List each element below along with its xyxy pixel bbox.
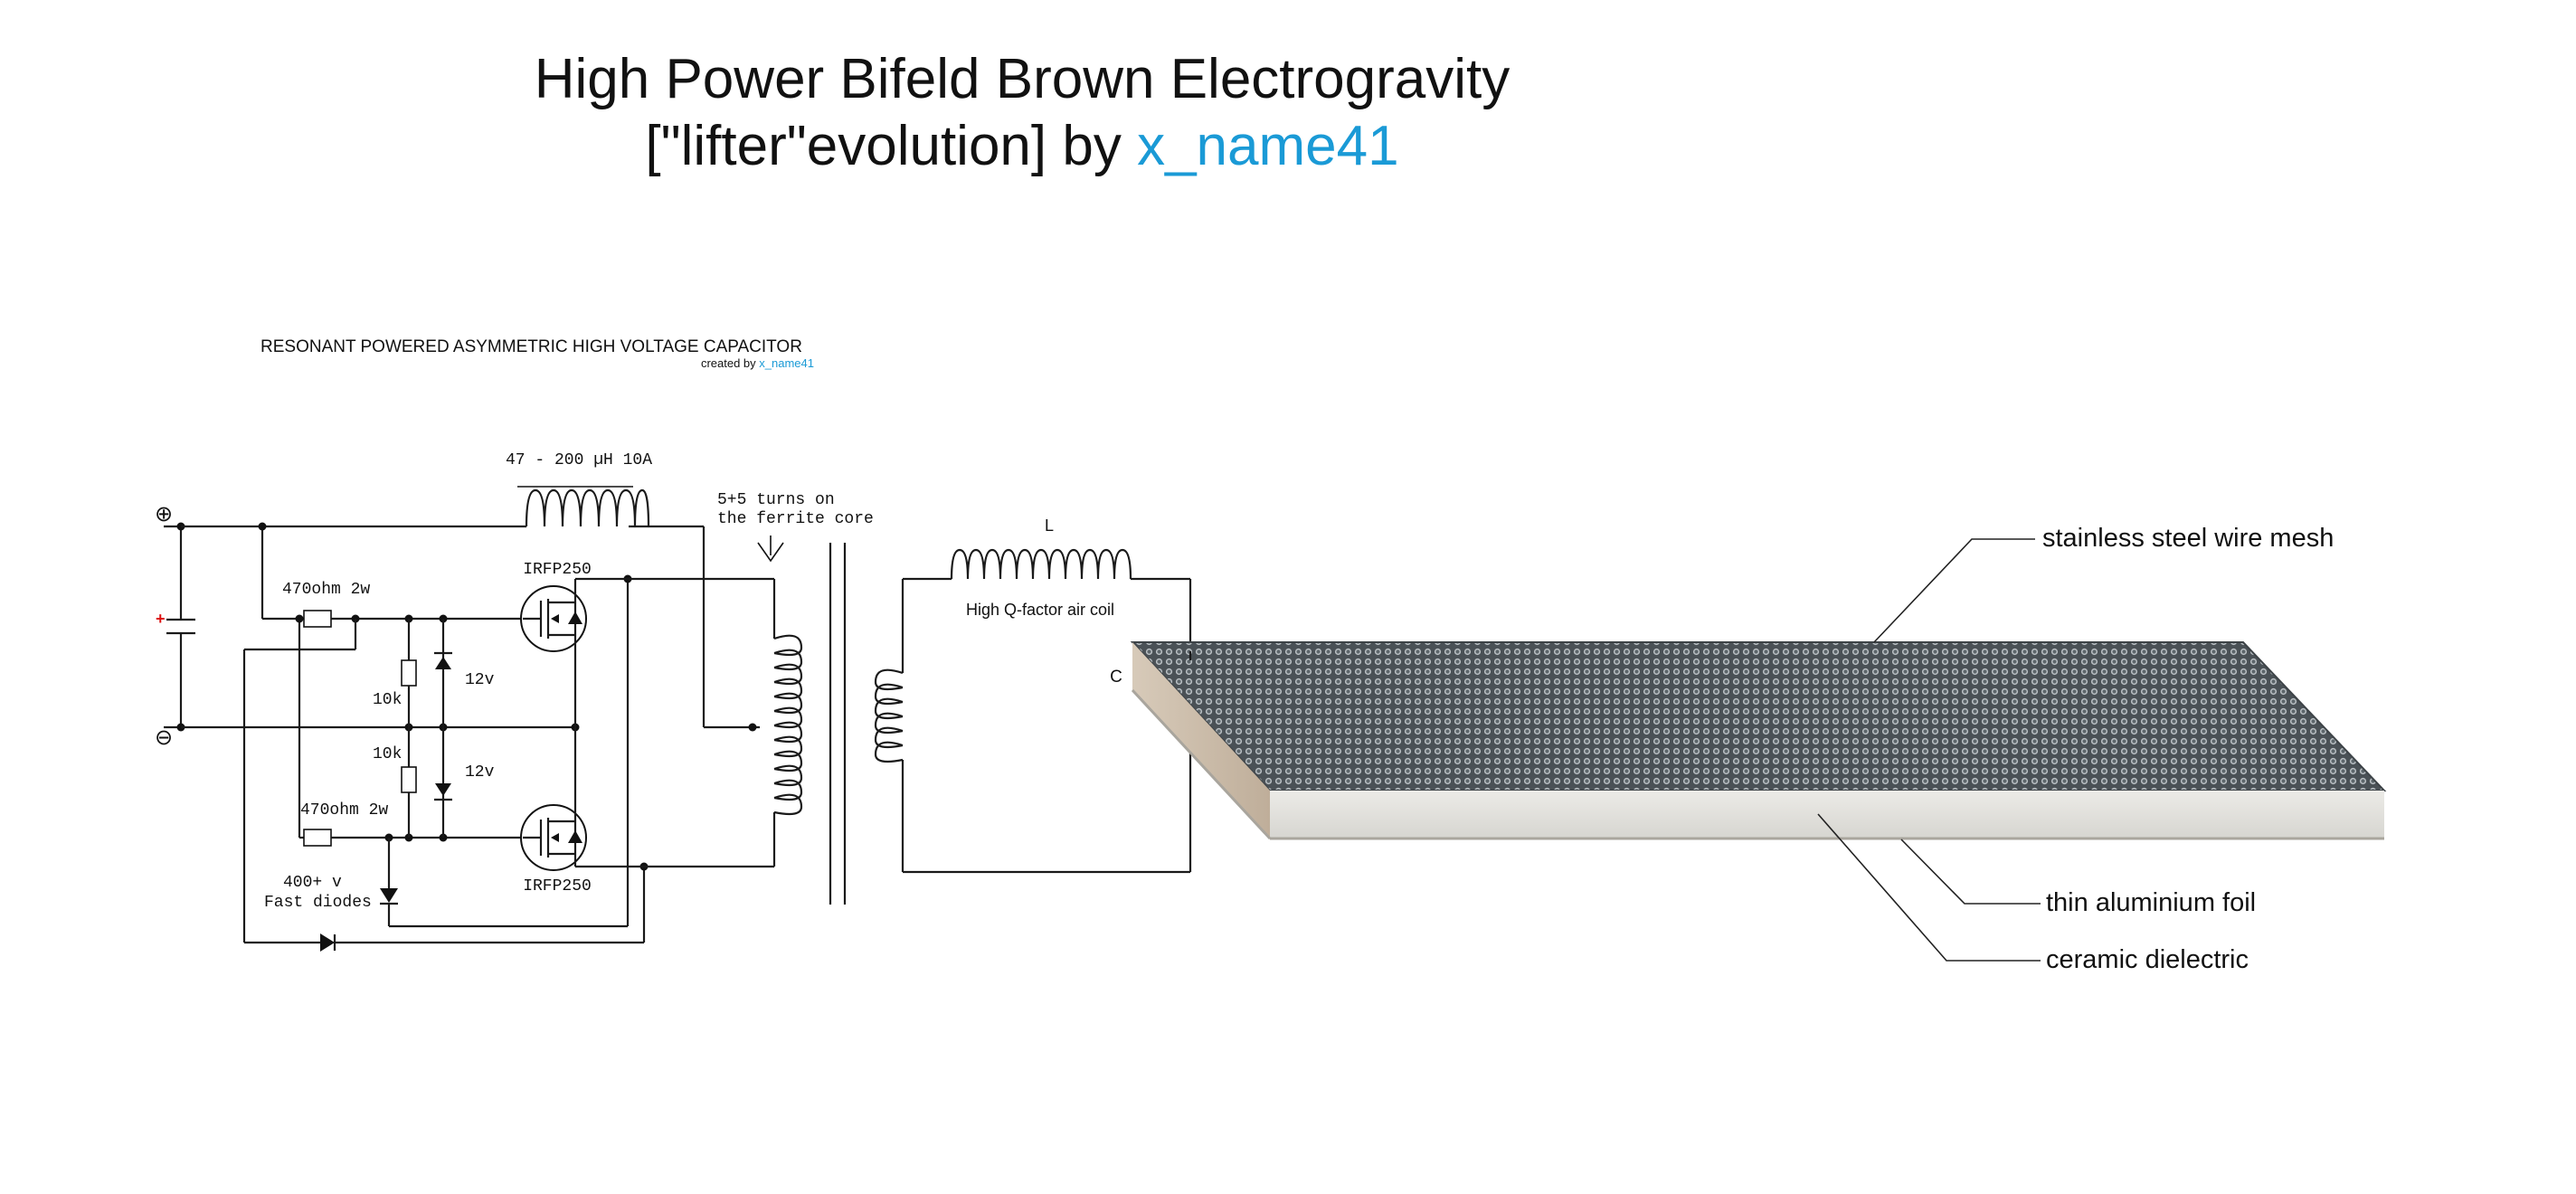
ceramic-dielectric-face xyxy=(1270,791,2384,839)
gate-resistor-bottom-label: 470ohm 2w xyxy=(300,801,388,820)
wire-mesh-surface xyxy=(1132,642,2384,791)
label-wire-mesh: stainless steel wire mesh xyxy=(2042,524,2334,553)
capacitor-label: C xyxy=(1110,668,1122,687)
mosfet-top: IRFP250 xyxy=(520,561,592,652)
diode-note-line1: 400+ v xyxy=(283,874,342,892)
zener-bottom-label: 12v xyxy=(465,763,495,782)
driver-wiring xyxy=(181,522,774,952)
gate-resistor-top-label: 470ohm 2w xyxy=(282,581,370,599)
pulldown-bottom-label: 10k xyxy=(373,745,402,763)
power-input: ⊕ ⊖ + xyxy=(155,502,195,750)
mosfet-bottom: IRFP250 xyxy=(520,804,592,896)
resonant-lc-loop: L High Q-factor air coil C xyxy=(903,516,1192,874)
zener-top-label: 12v xyxy=(465,671,495,689)
diode-note-line2: Fast diodes xyxy=(264,894,372,912)
device-labels: stainless steel wire mesh thin aluminium… xyxy=(1817,524,2334,974)
slab-side-face xyxy=(1132,642,1270,839)
pulldown-top-label: 10k xyxy=(373,691,402,709)
schematic-title: RESONANT POWERED ASYMMETRIC HIGH VOLTAGE… xyxy=(260,337,802,356)
mosfet-top-label: IRFP250 xyxy=(523,561,592,579)
title-author-link[interactable]: x_name41 xyxy=(1137,115,1399,177)
schematic-credit-author: x_name41 xyxy=(759,356,814,370)
asymmetric-capacitor-device xyxy=(1130,641,2387,840)
negative-terminal-symbol: ⊖ xyxy=(155,725,173,750)
page-title-line1: High Power Bifeld Brown Electrogravity xyxy=(535,48,1511,110)
title-line2-prefix: ["lifter"evolution] by xyxy=(645,115,1137,177)
mosfet-bottom-label: IRFP250 xyxy=(523,877,592,896)
input-inductor-label: 47 - 200 µH 10A xyxy=(506,451,652,469)
air-coil-label: High Q-factor air coil xyxy=(966,601,1114,619)
transformer-note-line2: the ferrite core xyxy=(717,510,874,528)
schematic-credit: created by x_name41 xyxy=(701,356,814,370)
ferrite-transformer: 5+5 turns on the ferrite core xyxy=(717,491,904,905)
schematic-credit-prefix: created by xyxy=(701,356,759,370)
supply-cap-plus: + xyxy=(156,610,166,628)
page-title-line2: ["lifter"evolution] by x_name41 xyxy=(645,115,1398,177)
label-ceramic-dielectric: ceramic dielectric xyxy=(2046,945,2249,974)
input-inductor: 47 - 200 µH 10A xyxy=(506,451,652,527)
resonator-inductor-label: L xyxy=(1045,516,1054,535)
label-aluminium-foil: thin aluminium foil xyxy=(2046,888,2256,917)
positive-terminal-symbol: ⊕ xyxy=(155,502,173,526)
transformer-note-line1: 5+5 turns on xyxy=(717,491,835,509)
